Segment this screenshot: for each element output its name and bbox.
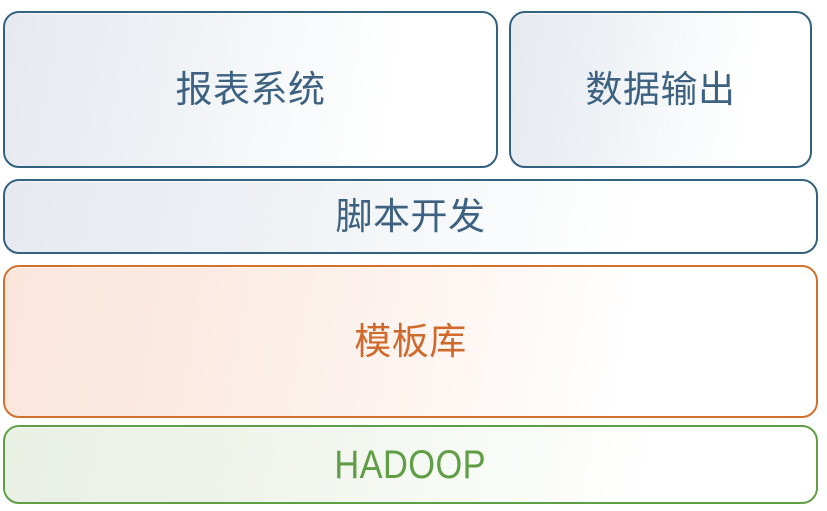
node-hadoop[interactable]: HADOOP — [3, 425, 818, 504]
node-template-library-label: 模板库 — [354, 321, 467, 362]
node-data-output[interactable]: 数据输出 — [509, 11, 812, 168]
node-template-library[interactable]: 模板库 — [3, 265, 818, 418]
node-script-development[interactable]: 脚本开发 — [3, 179, 818, 254]
node-report-system[interactable]: 报表系统 — [3, 11, 498, 168]
node-report-system-label: 报表系统 — [175, 69, 326, 110]
diagram-row-top: 报表系统 数据输出 — [3, 11, 824, 168]
node-hadoop-label: HADOOP — [334, 442, 487, 487]
node-script-development-label: 脚本开发 — [335, 196, 486, 237]
node-data-output-label: 数据输出 — [585, 69, 736, 110]
